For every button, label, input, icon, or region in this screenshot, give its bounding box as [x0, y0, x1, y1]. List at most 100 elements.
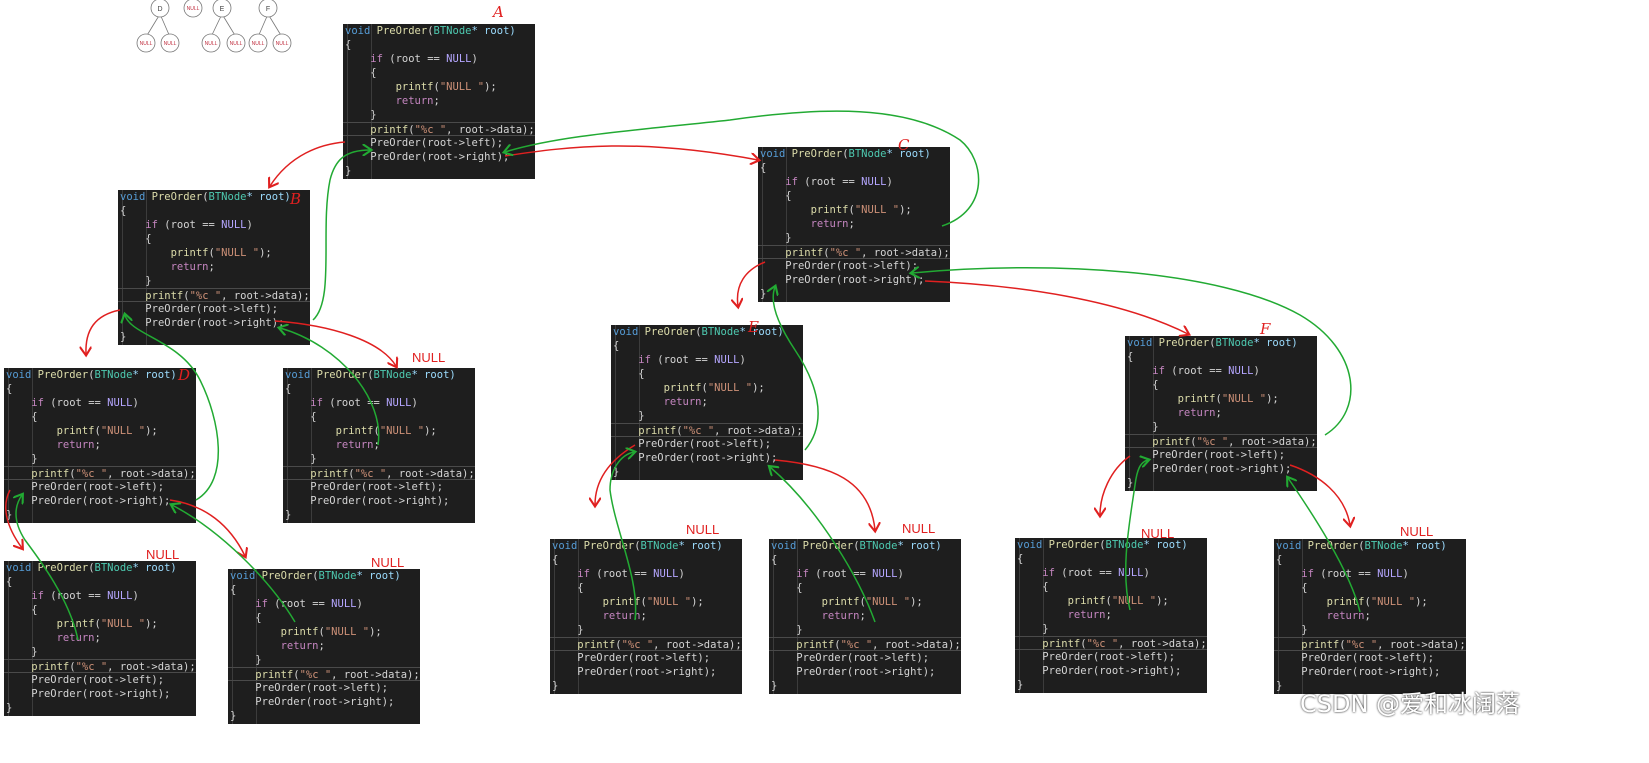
label-c: C [898, 136, 910, 154]
code-line-recurse-right: PreOrder(root->right); [370, 151, 510, 163]
code-line-print-data: printf("%c ", root->data); [4, 659, 196, 673]
code-line-inner-close: } [785, 232, 792, 244]
tree-node-d [150, 0, 170, 18]
code-line-recurse-right: PreOrder(root->right); [577, 666, 717, 678]
code-line-signature: void PreOrder(BTNode* root) [1017, 539, 1188, 551]
code-line-inner-open: { [310, 411, 317, 423]
code-line-close-brace: } [285, 509, 292, 521]
code-panel-d-right-null: void PreOrder(BTNode* root) { if (root =… [228, 569, 420, 724]
code-line-recurse-right: PreOrder(root->right); [310, 495, 450, 507]
code-line-close-brace: } [552, 680, 559, 692]
code-line-print-data: printf("%c ", root->data); [118, 288, 310, 302]
code-line-return: return; [821, 610, 866, 622]
code-line-return: return; [602, 610, 647, 622]
tree-node-e [212, 0, 232, 18]
code-line-recurse-left: PreOrder(root->left); [638, 438, 772, 450]
tree-leaf [272, 33, 292, 53]
code-line-print-null: printf("NULL "); [821, 596, 923, 608]
tree-leaf [248, 33, 268, 53]
code-line-signature: void PreOrder(BTNode* root) [285, 369, 456, 381]
code-line-inner-close: } [577, 624, 584, 636]
code-panel-f: void PreOrder(BTNode* root) { if (root =… [1125, 336, 1317, 491]
code-panel-f-left-null: void PreOrder(BTNode* root) { if (root =… [1015, 538, 1207, 693]
null-label: NULL [371, 555, 405, 570]
code-line-inner-close: } [638, 410, 645, 422]
null-label: NULL [902, 521, 936, 536]
code-line-inner-close: } [255, 654, 262, 666]
code-line-recurse-right: PreOrder(root->right); [638, 452, 778, 464]
null-label: NULL [412, 350, 446, 365]
code-line-signature: void PreOrder(BTNode* root) [120, 191, 291, 203]
code-line-recurse-right: PreOrder(root->right); [1301, 666, 1441, 678]
label-b: B [290, 190, 302, 208]
code-line-print-null: printf("NULL "); [56, 425, 158, 437]
code-panel-d: void PreOrder(BTNode* root) { if (root =… [4, 368, 196, 523]
code-line-inner-close: } [1042, 623, 1049, 635]
code-line-if: if (root == NULL) [1042, 567, 1150, 579]
code-line-inner-open: { [255, 612, 262, 624]
code-line-inner-open: { [1042, 581, 1049, 593]
code-line-open-brace: { [120, 205, 127, 217]
code-line-recurse-left: PreOrder(root->left); [1042, 651, 1176, 663]
tree-leaf-label: NULL [252, 41, 265, 47]
code-line-close-brace: } [1276, 680, 1283, 692]
code-line-if: if (root == NULL) [796, 568, 904, 580]
tree-node-null-label: NULL [187, 6, 200, 12]
code-line-inner-close: } [370, 109, 377, 121]
code-line-inner-open: { [370, 67, 377, 79]
call-arrow-a-to-c [504, 145, 758, 160]
code-panel-b-right-null: void PreOrder(BTNode* root) { if (root =… [283, 368, 475, 523]
code-line-close-brace: } [120, 331, 127, 343]
code-line-signature: void PreOrder(BTNode* root) [6, 369, 177, 381]
tree-leaf-label: NULL [276, 41, 289, 47]
code-line-inner-open: { [1152, 379, 1159, 391]
code-line-inner-open: { [785, 190, 792, 202]
code-line-print-null: printf("NULL "); [1067, 595, 1169, 607]
tree-leaf-label: NULL [140, 41, 153, 47]
tree-leaf [136, 33, 156, 53]
code-line-close-brace: } [345, 165, 352, 177]
code-panel-a: void PreOrder(BTNode* root) { if (root =… [343, 24, 535, 179]
code-line-close-brace: } [1017, 679, 1024, 691]
code-line-recurse-left: PreOrder(root->left); [370, 137, 504, 149]
code-line-open-brace: { [613, 340, 620, 352]
code-line-if: if (root == NULL) [1301, 568, 1409, 580]
code-line-close-brace: } [6, 509, 13, 521]
code-line-signature: void PreOrder(BTNode* root) [760, 148, 931, 160]
code-line-print-data: printf("%c ", root->data); [758, 245, 950, 259]
code-line-return: return; [1326, 610, 1371, 622]
code-line-close-brace: } [1127, 477, 1134, 489]
code-line-recurse-left: PreOrder(root->left); [577, 652, 711, 664]
label-d: D [178, 366, 191, 384]
code-line-recurse-right: PreOrder(root->right); [31, 688, 171, 700]
code-line-signature: void PreOrder(BTNode* root) [552, 540, 723, 552]
code-line-recurse-left: PreOrder(root->left); [145, 303, 279, 315]
code-line-print-data: printf("%c ", root->data); [343, 122, 535, 136]
tree-node-f [258, 0, 278, 18]
call-arrow-a-to-b [270, 141, 346, 186]
tree-leaf [160, 33, 180, 53]
code-line-recurse-left: PreOrder(root->left); [1152, 449, 1286, 461]
code-line-open-brace: { [285, 383, 292, 395]
code-line-print-null: printf("NULL "); [170, 247, 272, 259]
tree-leaf-label: NULL [164, 41, 177, 47]
code-line-open-brace: { [6, 383, 13, 395]
code-line-print-null: printf("NULL "); [395, 81, 497, 93]
code-line-inner-open: { [577, 582, 584, 594]
code-line-open-brace: { [1127, 351, 1134, 363]
tree-node-e-label: E [220, 6, 225, 13]
tree-node-f-label: F [266, 6, 270, 13]
code-line-inner-close: } [796, 624, 803, 636]
code-panel-b: void PreOrder(BTNode* root) { if (root =… [118, 190, 310, 345]
code-line-print-null: printf("NULL "); [1326, 596, 1428, 608]
code-line-open-brace: { [230, 584, 237, 596]
code-line-return: return; [810, 218, 855, 230]
code-line-return: return; [280, 640, 325, 652]
code-line-print-data: printf("%c ", root->data); [611, 423, 803, 437]
code-line-inner-open: { [31, 604, 38, 616]
tree-diagram: D NULL E F NULL NULL NULL NULL NULL NULL [136, 0, 292, 53]
code-line-recurse-left: PreOrder(root->left); [255, 682, 389, 694]
watermark: CSDN @爱和冰阔落 [1300, 690, 1521, 718]
code-line-recurse-right: PreOrder(root->right); [785, 274, 925, 286]
tree-node-d-label: D [157, 6, 162, 13]
